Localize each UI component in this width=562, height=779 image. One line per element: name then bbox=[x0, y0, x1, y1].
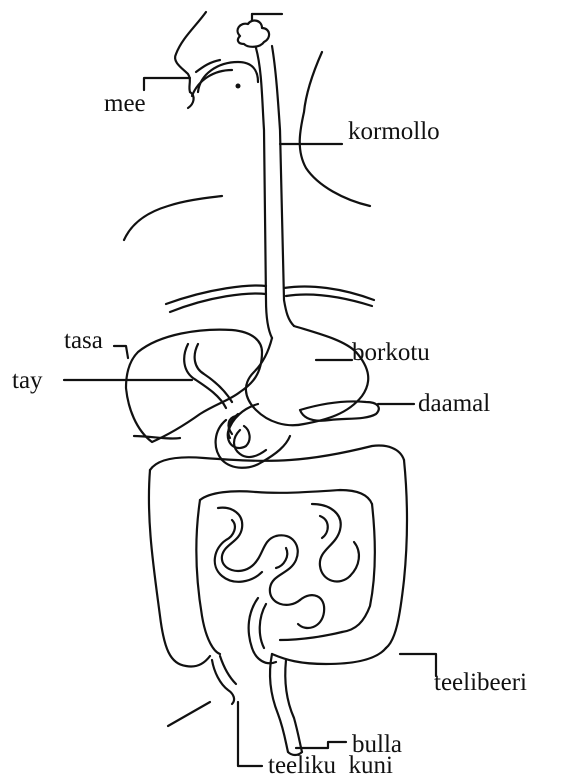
label-tasa: tasa bbox=[64, 327, 103, 354]
liver bbox=[126, 330, 262, 442]
large-intestine bbox=[149, 446, 407, 667]
label-daamal: daamal bbox=[418, 390, 490, 417]
label-tay: tay bbox=[12, 367, 43, 394]
label-teeliku-kuni: teeliku kuni bbox=[268, 752, 393, 779]
diaphragm bbox=[166, 286, 374, 312]
label-borkotu: borkotu bbox=[352, 339, 430, 366]
mouth-pharynx bbox=[192, 60, 258, 96]
stomach bbox=[228, 326, 369, 448]
appendix bbox=[212, 656, 236, 704]
label-mee: mee bbox=[104, 90, 146, 117]
rectum bbox=[270, 654, 302, 755]
uvula-dot bbox=[236, 84, 241, 89]
leader-lines bbox=[64, 78, 436, 766]
label-kormollo: kormollo bbox=[348, 118, 440, 145]
gallbladder bbox=[184, 344, 232, 408]
nasal-cavity bbox=[238, 14, 282, 47]
label-teelibeeri: teelibeeri bbox=[434, 669, 527, 696]
pancreas bbox=[300, 401, 379, 420]
